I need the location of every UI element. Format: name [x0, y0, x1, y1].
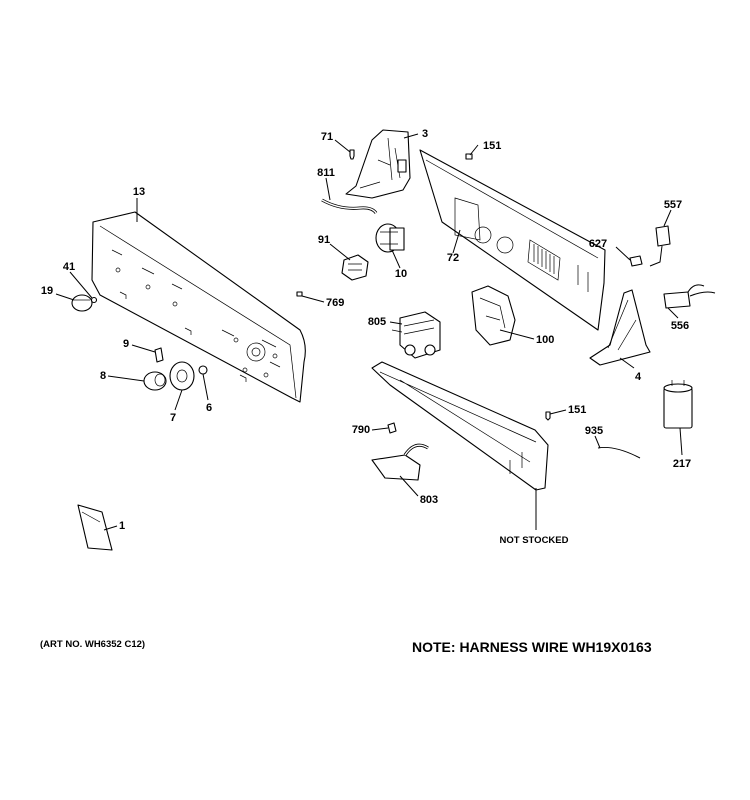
left-end-cap-bracket [345, 129, 411, 199]
leader-lines [55, 133, 683, 531]
connector-556 [663, 284, 716, 309]
screw-769 [296, 291, 303, 297]
knob-8 [143, 371, 167, 391]
callout-217: 217 [673, 458, 691, 470]
callout-151-top: 151 [483, 140, 501, 152]
water-valve-805 [391, 311, 441, 359]
clip-790 [387, 422, 397, 434]
callout-811: 811 [317, 167, 335, 179]
callout-769: 769 [326, 297, 344, 309]
callout-10: 10 [395, 268, 407, 280]
capacitor-217 [663, 380, 693, 429]
screw-71 [349, 149, 355, 160]
callout-labels: 71 3 151 811 13 91 10 72 557 627 41 19 7… [41, 128, 691, 546]
base-tray [371, 361, 549, 491]
callout-151-bottom: 151 [568, 404, 586, 416]
not-stocked-label: NOT STOCKED [500, 535, 569, 546]
callout-805: 805 [368, 316, 386, 328]
dispenser-803 [371, 443, 429, 481]
plug-627 [629, 255, 643, 267]
control-panel-part [91, 211, 306, 403]
callout-6: 6 [206, 402, 212, 414]
switch-91 [341, 254, 369, 281]
callout-13: 13 [133, 186, 145, 198]
callout-7: 7 [170, 412, 176, 424]
nut-6 [198, 365, 208, 375]
callout-1: 1 [119, 520, 125, 532]
callout-72: 72 [447, 252, 459, 264]
literature-1 [77, 504, 113, 551]
callout-556: 556 [671, 320, 689, 332]
callout-627: 627 [589, 238, 607, 250]
art-number: (ART NO. WH6352 C12) [40, 639, 145, 650]
back-panel [419, 149, 606, 331]
callout-557: 557 [664, 199, 682, 211]
callout-71: 71 [321, 131, 333, 143]
right-end-cap-4 [589, 289, 651, 366]
callout-790: 790 [352, 424, 370, 436]
screw-151-bottom [545, 411, 551, 421]
callout-8: 8 [100, 370, 106, 382]
callout-19: 19 [41, 285, 53, 297]
housing-100 [471, 285, 516, 346]
tube-811 [321, 198, 378, 214]
callout-4: 4 [635, 371, 642, 383]
wire-935 [597, 447, 641, 459]
spring-9 [154, 347, 164, 363]
pressure-switch-10 [375, 223, 405, 253]
callout-935: 935 [585, 425, 603, 437]
callout-100: 100 [536, 334, 554, 346]
harness-note: NOTE: HARNESS WIRE WH19X0163 [412, 639, 652, 655]
callout-3: 3 [422, 128, 428, 140]
callout-41: 41 [63, 261, 75, 273]
callout-803: 803 [420, 494, 438, 506]
screw-151-top [465, 153, 473, 160]
knob-19 [71, 294, 93, 312]
clip-41 [90, 296, 98, 304]
callout-9: 9 [123, 338, 129, 350]
callout-91: 91 [318, 234, 330, 246]
connector-557 [649, 225, 671, 267]
dial-7 [169, 361, 195, 391]
